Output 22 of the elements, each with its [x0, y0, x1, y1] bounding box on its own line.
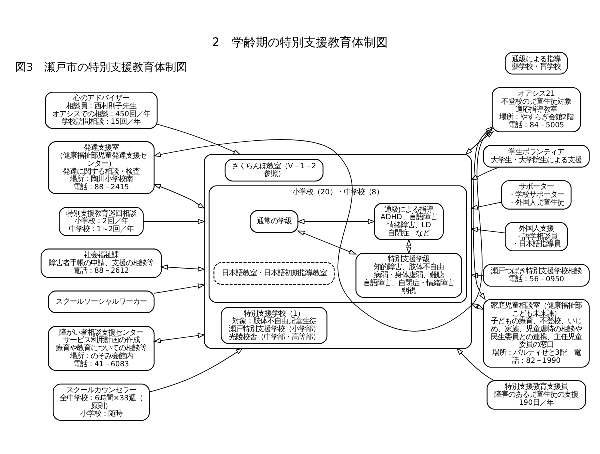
diagram-title: 2 学齢期の特別支援教育体制図 — [212, 35, 388, 50]
arrow — [149, 348, 244, 392]
arrow — [470, 272, 484, 278]
arrow — [465, 130, 494, 155]
arrow — [297, 218, 376, 224]
arrow — [456, 347, 495, 381]
caption: 図3 瀬戸市の特別支援教育体制図 — [16, 60, 188, 74]
arrow — [143, 218, 206, 224]
arrow — [470, 202, 502, 210]
arrow — [470, 226, 506, 234]
arrow — [297, 230, 357, 254]
arrow — [470, 303, 485, 310]
arrow — [154, 128, 494, 332]
arrow — [157, 124, 242, 155]
cluster — [204, 154, 472, 349]
arrow — [154, 283, 206, 294]
arrow — [153, 332, 206, 343]
arrow — [470, 166, 500, 180]
arrow — [473, 126, 494, 300]
arrow — [154, 184, 206, 209]
arrow — [160, 264, 206, 272]
arrow — [406, 238, 412, 254]
